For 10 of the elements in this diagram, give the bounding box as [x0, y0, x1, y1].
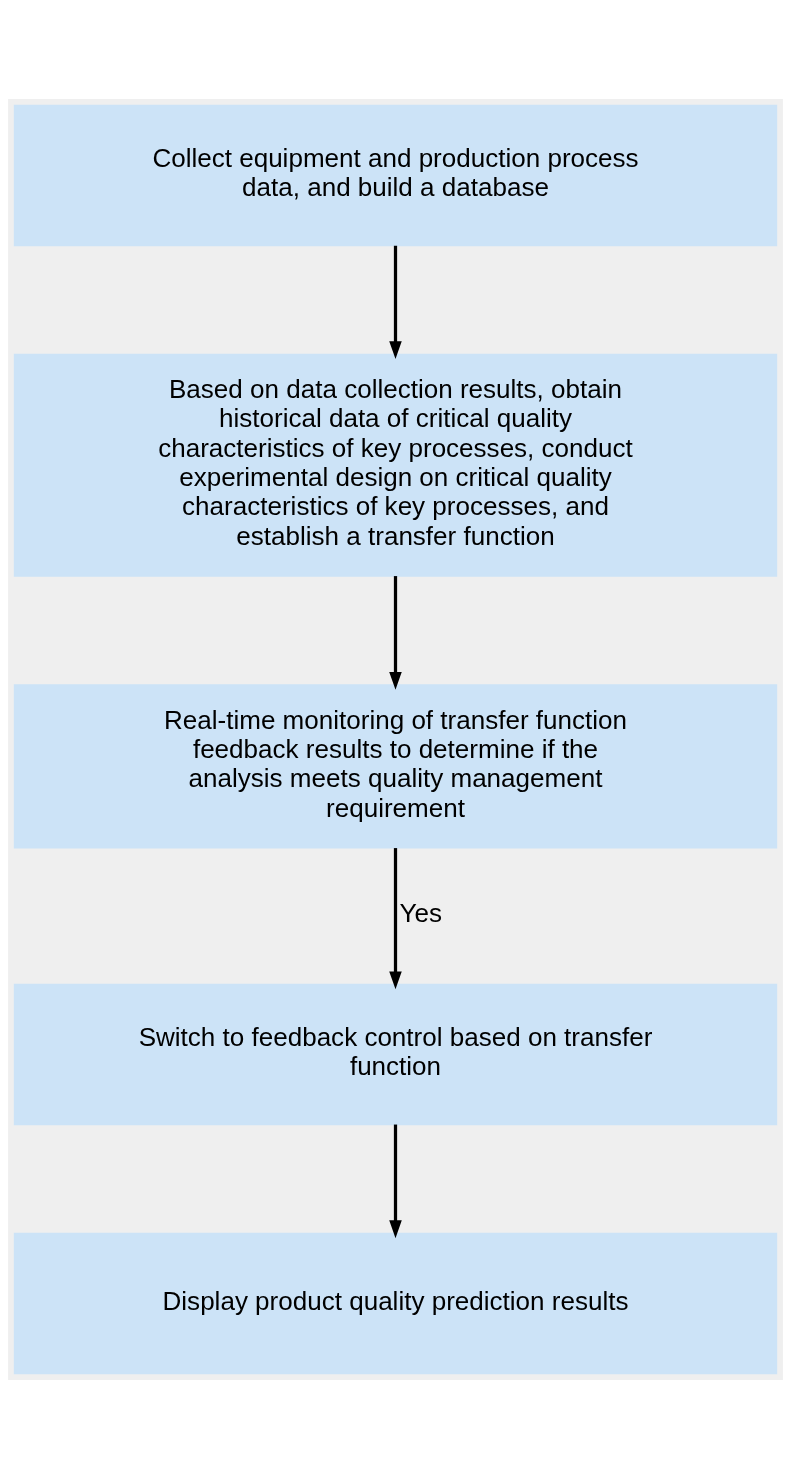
node-box: Based on data collection results, obtain historical data of critical quality characteristics of key processes, conduct experimental design on critical quality characteristics of key processes, and establish a transfer function	[13, 353, 778, 577]
arrow	[389, 245, 402, 360]
node-box: Display product quality prediction results	[13, 1232, 778, 1375]
arrow	[389, 576, 402, 690]
node-box: Real-time monitoring of transfer function feedback results to determine if the analysis meets quality management requirement	[13, 684, 778, 849]
node-box: Switch to feedback control based on transfer function	[13, 983, 778, 1126]
arrow	[389, 1124, 402, 1239]
arrow	[389, 848, 402, 990]
edge-label: Yes	[399, 898, 442, 929]
node-box: Collect equipment and production process data, and build a database	[13, 104, 778, 247]
